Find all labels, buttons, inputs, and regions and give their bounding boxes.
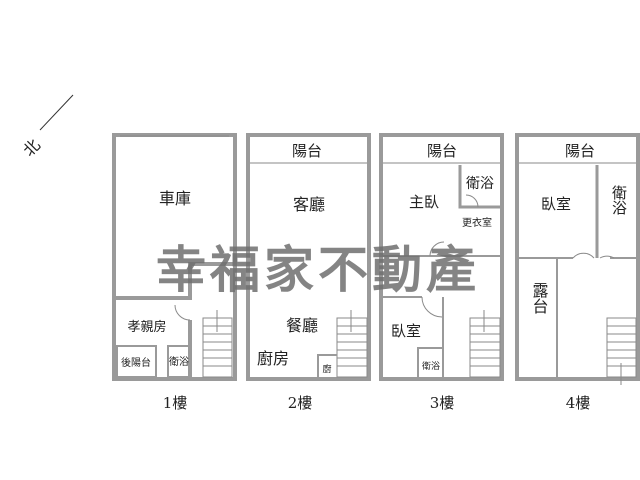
floor-4 [515,133,640,385]
room-label: 陽台 [565,142,595,160]
room-label: 陽台 [292,142,322,160]
room-label: 臥室 [541,195,571,213]
room-label: 車庫 [159,189,191,208]
room-label: 廚 [322,363,331,375]
room-label: 衛浴 [169,355,189,368]
room-label: 陽台 [427,142,457,160]
floor-2 [246,133,371,381]
room-label: 廚房 [257,349,289,368]
room-label: 主臥 [409,193,439,211]
room-label: 客廳 [293,195,325,214]
room-label: 更衣室 [462,216,492,229]
room-label: 後陽台 [121,356,151,369]
staircase [202,310,233,378]
staircase [336,310,368,378]
floor-3 [379,133,504,381]
staircase [606,317,637,385]
room-label: 衛浴 [422,360,440,372]
room-label: 臥室 [391,322,421,340]
watermark: 幸福家不動產 [156,241,480,299]
room-label: 衛浴 [610,185,628,215]
floor-label: 2樓 [288,394,313,412]
room-label: 餐廳 [286,316,318,335]
room-label: 孝親房 [127,319,166,335]
floor-label: 4樓 [566,394,591,412]
room-label: 露台 [530,282,549,314]
floor-1 [112,133,237,381]
north-compass: 北 [19,94,74,160]
floor-label: 1樓 [163,394,188,412]
floor-label: 3樓 [430,394,455,412]
staircase [469,310,501,378]
room-label: 衛浴 [466,176,494,192]
north-label: 北 [19,135,44,160]
